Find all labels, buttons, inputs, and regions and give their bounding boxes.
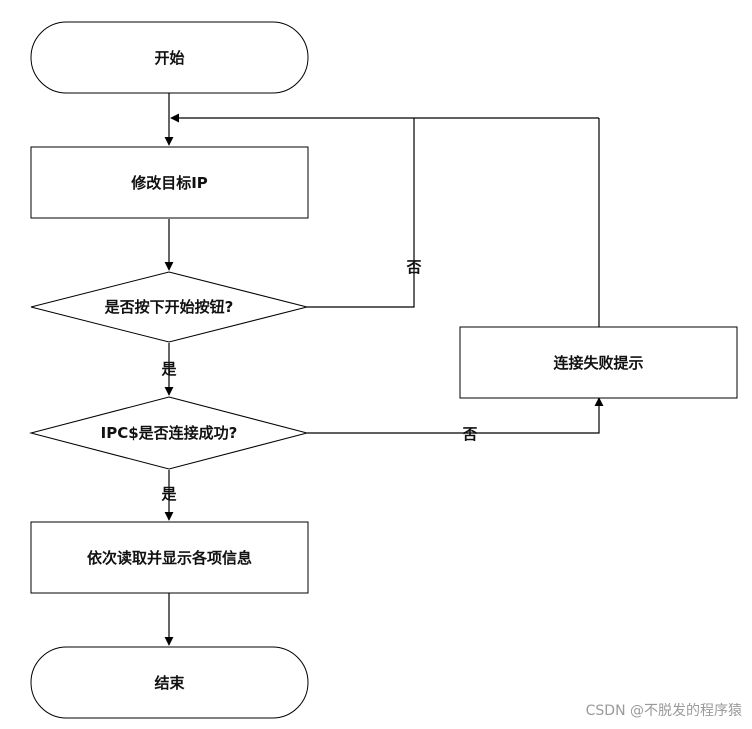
node-read-display-label: 依次读取并显示各项信息 [87,549,252,567]
edge-label-ipc-no: 否 [461,425,477,443]
node-connect-fail-tip-label: 连接失败提示 [553,354,643,372]
node-modify-ip-label: 修改目标IP [130,174,208,192]
node-start: 开始 [30,21,309,94]
node-decision-ipc-connect: IPC$是否连接成功? [29,396,309,470]
node-read-display: 依次读取并显示各项信息 [30,521,309,594]
node-modify-ip: 修改目标IP [30,146,309,219]
node-start-label: 开始 [154,49,184,67]
edge-ipc-no-to-fail [307,397,604,434]
node-decision-start-button: 是否按下开始按钮? [30,271,308,343]
connectors [164,93,604,646]
node-end-label: 结束 [154,674,185,692]
node-decision-start-button-label: 是否按下开始按钮? [104,298,234,316]
node-decision-ipc-connect-label: IPC$是否连接成功? [101,424,238,442]
edge-label-button-no: 否 [405,258,421,276]
edge-button-no-loop [307,118,415,308]
edge-label-ipc-yes: 是 [160,485,177,503]
node-end: 结束 [30,646,309,719]
watermark-text: CSDN @不脱发的程序猿 [586,703,742,719]
edge-label-button-yes: 是 [160,360,177,378]
node-connect-fail-tip: 连接失败提示 [459,326,738,399]
